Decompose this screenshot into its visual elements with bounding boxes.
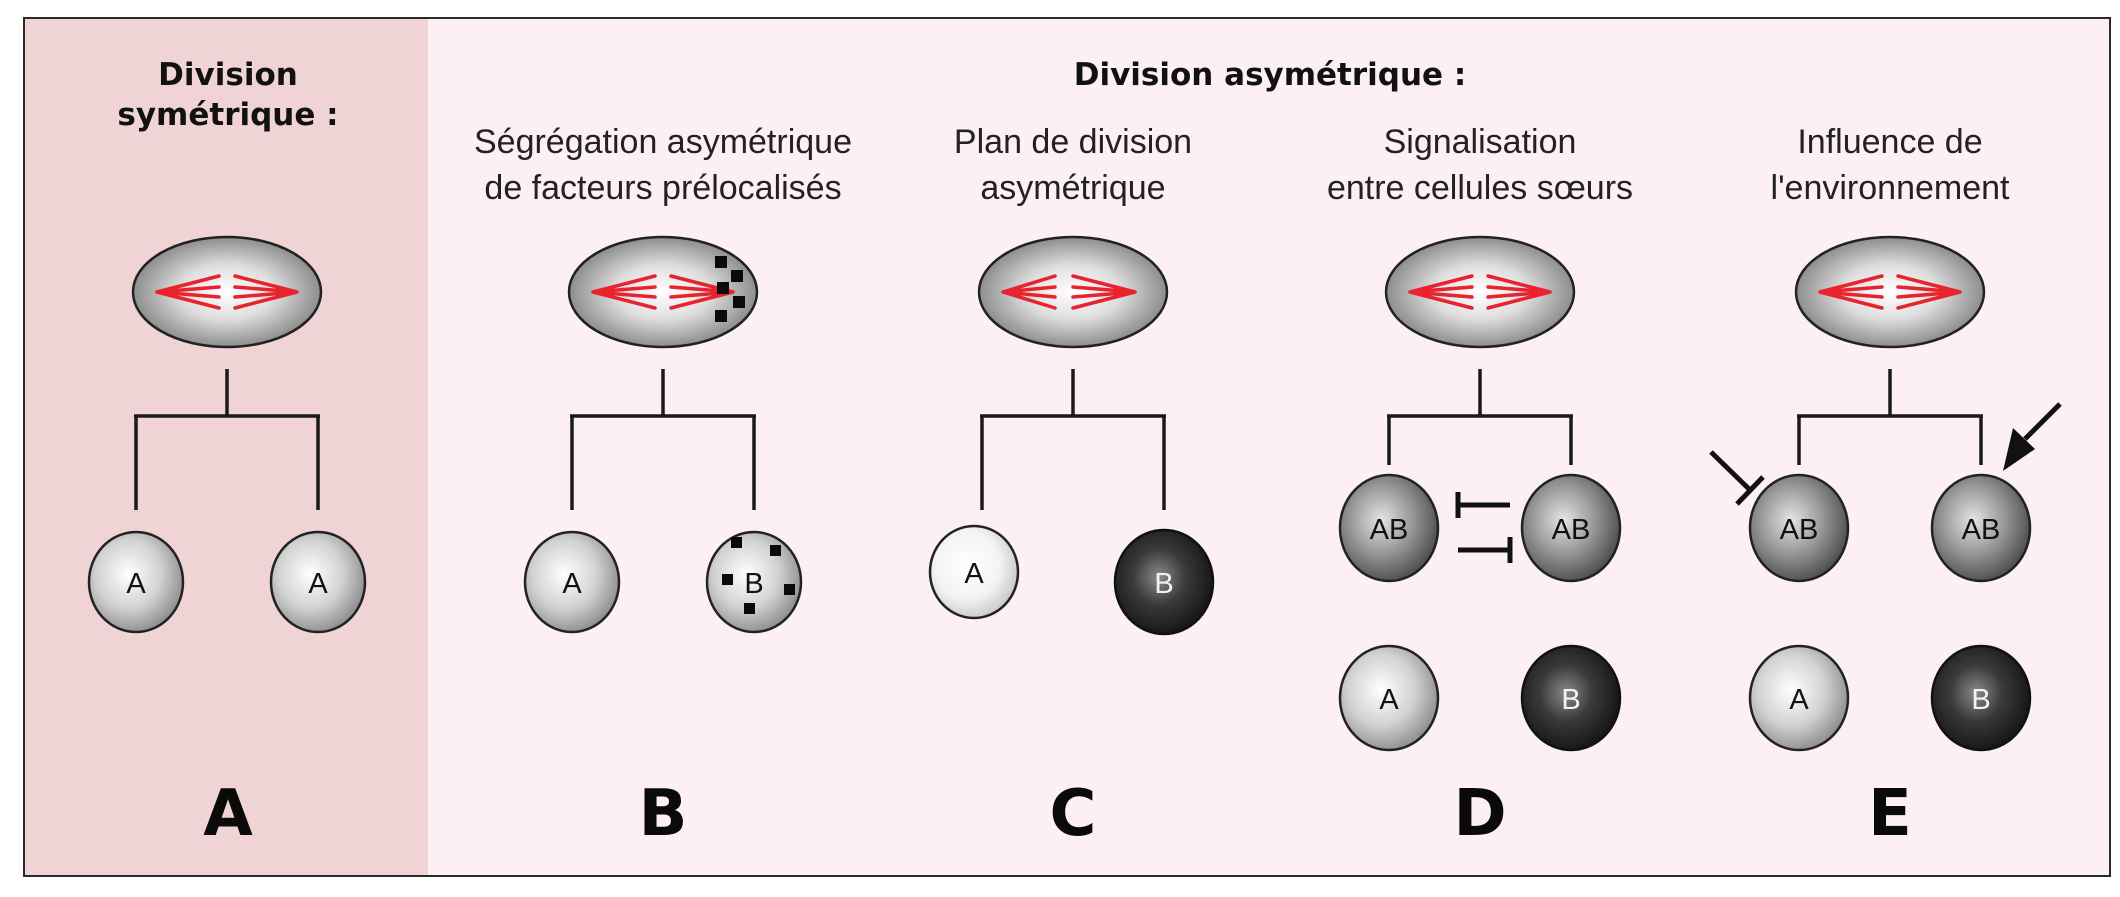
- fate-cell-a: A: [1748, 644, 1850, 752]
- mother-cell-d: [1384, 235, 1576, 349]
- caption-d-line1: Signalisation: [1384, 123, 1577, 161]
- mother-cell-c: [977, 235, 1169, 349]
- sister-cell-1: AB: [1748, 473, 1850, 583]
- fate-cell-b: B: [1520, 644, 1622, 752]
- daughter-cell-1: A: [523, 530, 621, 634]
- panel-d: AB AB A B D: [1338, 235, 1622, 851]
- panel-letter-c: C: [1050, 777, 1097, 851]
- mitotic-spindle: [155, 274, 299, 310]
- lineage-tree: [134, 369, 320, 510]
- symmetric-background: [24, 18, 428, 876]
- mitotic-spindle: [1001, 274, 1137, 310]
- cell-label: B: [744, 568, 763, 600]
- mitotic-spindle: [1408, 274, 1552, 310]
- daughter-cell-2: B: [1113, 528, 1215, 636]
- caption-b-line1: Ségrégation asymétrique: [474, 123, 852, 161]
- mother-cell-a: [131, 235, 323, 349]
- cell-label: A: [562, 568, 582, 600]
- panel-letter-a: A: [203, 777, 253, 851]
- caption-d-line2: entre cellules sœurs: [1327, 169, 1633, 207]
- cell-label: A: [964, 558, 984, 590]
- cell-label: AB: [1962, 514, 2001, 546]
- asymmetric-title: Division asymétrique :: [1074, 57, 1467, 93]
- prelocalized-factors: [715, 256, 745, 322]
- caption-c-line2: asymétrique: [980, 169, 1165, 207]
- mitotic-spindle: [591, 274, 735, 310]
- panel-b: A B B: [523, 235, 803, 851]
- sister-cell-2: AB: [1520, 473, 1622, 583]
- outer-frame: [23, 17, 2111, 877]
- inhibition-signal-icon: [1455, 492, 1513, 563]
- cell-label: B: [1154, 568, 1173, 600]
- environment-inhibition-icon: [1709, 450, 1765, 506]
- environment-signal-arrow-icon: [2003, 402, 2062, 471]
- lineage-tree: [980, 369, 1166, 510]
- mother-cell-b: [567, 235, 759, 349]
- caption-c-line1: Plan de division: [954, 123, 1192, 161]
- cell-label: B: [1971, 684, 1990, 716]
- cell-label: B: [1561, 684, 1580, 716]
- sister-cell-1: AB: [1338, 473, 1440, 583]
- lineage-tree: [1797, 369, 1983, 465]
- daughter-cell-1: A: [87, 530, 185, 634]
- fate-cell-a: A: [1338, 644, 1440, 752]
- panel-letter-d: D: [1453, 777, 1506, 851]
- panel-e: AB AB A B E: [1709, 235, 2062, 851]
- cell-label: AB: [1552, 514, 1591, 546]
- cell-label: AB: [1370, 514, 1409, 546]
- cell-label: A: [1379, 684, 1399, 716]
- panel-c: A B C: [928, 235, 1215, 851]
- daughter-cell-2: A: [269, 530, 367, 634]
- cell-label: A: [1789, 684, 1809, 716]
- inherited-factors: [722, 537, 795, 614]
- caption-b-line2: de facteurs prélocalisés: [484, 169, 841, 207]
- fate-cell-b: B: [1930, 644, 2032, 752]
- cell-label: A: [308, 568, 328, 600]
- panel-letter-b: B: [639, 777, 688, 851]
- symmetric-title-line2: symétrique :: [117, 97, 338, 133]
- cell-label: A: [126, 568, 146, 600]
- daughter-cell-2: B: [705, 530, 803, 634]
- mother-cell-e: [1794, 235, 1986, 349]
- lineage-tree: [1387, 369, 1573, 465]
- cell-label: AB: [1780, 514, 1819, 546]
- panel-letter-e: E: [1868, 777, 1912, 851]
- caption-e-line2: l'environnement: [1771, 169, 2011, 207]
- symmetric-title-line1: Division: [158, 57, 298, 93]
- lineage-tree: [570, 369, 756, 510]
- panel-a: A A A: [87, 235, 367, 851]
- sister-cell-2: AB: [1930, 473, 2032, 583]
- daughter-cell-1: A: [928, 524, 1020, 620]
- mitotic-spindle: [1818, 274, 1962, 310]
- caption-e-line1: Influence de: [1797, 123, 1982, 161]
